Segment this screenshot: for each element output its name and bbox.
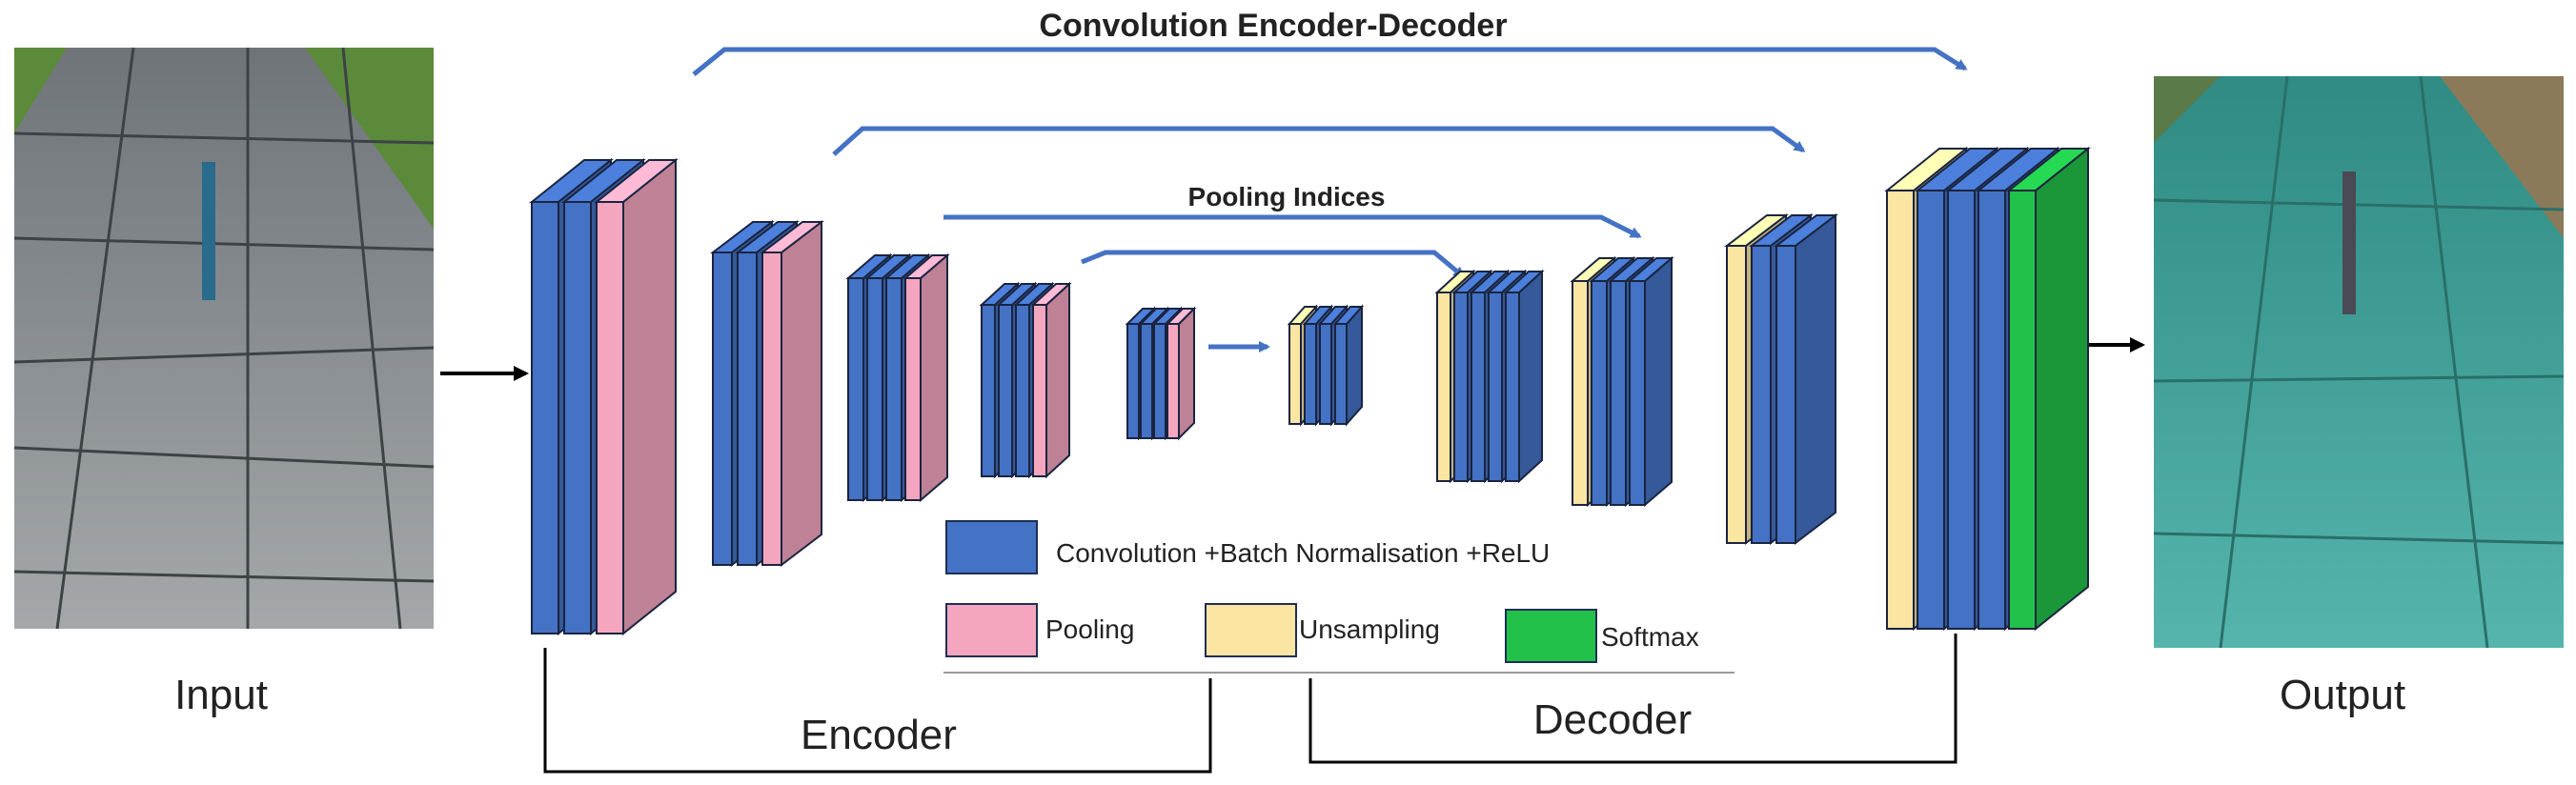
pooling-layer-front: [1166, 323, 1180, 439]
softmax-layer-side: [2035, 146, 2089, 632]
conv-layer-front: [1947, 190, 1976, 630]
pooling-layer-front: [1032, 304, 1047, 477]
conv-layer: [1503, 269, 1545, 484]
conv-layer-front: [885, 277, 903, 501]
network-layers: [529, 146, 2091, 636]
upsampling-layer-front: [1886, 190, 1915, 630]
encoder-block-3: [845, 252, 950, 503]
decoder-bracket: [1308, 634, 1957, 764]
encoder-block-1: [529, 157, 679, 636]
pooling-layer-side: [1178, 306, 1195, 441]
upsampling-layer-front: [1288, 323, 1302, 425]
legend-conv-label: Convolution +Batch Normalisation +ReLU: [1056, 538, 1550, 568]
conv-layer-front: [1751, 245, 1772, 544]
conv-layer-front: [1610, 280, 1627, 506]
decoder-block-5: [1884, 146, 2091, 632]
encoder-bracket: [543, 648, 1212, 774]
conv-layer-front: [1488, 292, 1503, 482]
conv-layer: [1332, 304, 1365, 427]
conv-layer-front: [981, 304, 996, 477]
skip-arrow-level-2: [832, 126, 1806, 156]
conv-layer-front: [1319, 323, 1332, 425]
legend-conv-swatch: [945, 520, 1038, 574]
diagram-title: Convolution Encoder-Decoder: [1039, 8, 1507, 44]
conv-layer-front: [1015, 304, 1030, 477]
conv-layer-front: [1978, 190, 2006, 630]
skip-arrow-level-1: [692, 47, 1968, 76]
conv-layer-front: [1304, 323, 1317, 425]
output-image: [2153, 75, 2565, 649]
upsampling-layer-front: [1572, 280, 1589, 506]
conv-layer-front: [1505, 292, 1520, 482]
conv-layer-front: [737, 252, 758, 566]
conv-layer-front: [998, 304, 1013, 477]
conv-layer-front: [1591, 280, 1608, 506]
legend: Convolution +Batch Normalisation +ReLU P…: [943, 520, 1734, 674]
conv-layer: [1627, 255, 1674, 508]
conv-layer-front: [1453, 292, 1469, 482]
pooling-layer-side: [920, 252, 948, 503]
conv-layer-front: [1629, 280, 1646, 506]
pooling-layer: [1165, 306, 1197, 441]
pooling-layer-side: [1045, 281, 1070, 479]
decoder-block-3: [1570, 255, 1674, 508]
conv-layer-side: [1346, 304, 1363, 427]
conv-layer-front: [531, 201, 559, 634]
conv-layer-front: [1153, 323, 1166, 439]
pooling-indices-label: Pooling Indices: [1188, 182, 1386, 211]
pooling-layer: [594, 157, 679, 636]
conv-layer-front: [1917, 190, 1945, 630]
conv-layer-side: [1795, 212, 1836, 546]
conv-layer-front: [712, 252, 733, 566]
pooling-layer-front: [596, 201, 624, 634]
pooling-layer-front: [761, 252, 782, 566]
conv-layer: [1774, 212, 1838, 546]
conv-layer-side: [1518, 269, 1543, 484]
decoder-block-4: [1724, 212, 1838, 546]
softmax-layer-front: [2008, 190, 2037, 630]
decoder-label: Decoder: [1533, 696, 1692, 743]
decoder-block-1: [1287, 304, 1365, 427]
skip-arrow-level-4: [1081, 250, 1466, 278]
encoder-block-5: [1125, 306, 1197, 441]
conv-layer-front: [866, 277, 883, 501]
input-image: [13, 47, 435, 630]
conv-layer-front: [1471, 292, 1486, 482]
softmax-layer: [2006, 146, 2091, 632]
conv-layer-front: [1334, 323, 1348, 425]
pooling-layer-side: [622, 157, 677, 636]
legend-pooling-swatch: [945, 603, 1038, 657]
conv-layer-front: [1140, 323, 1153, 439]
encoder-block-2: [710, 219, 824, 568]
upsampling-layer-front: [1726, 245, 1747, 544]
legend-softmax-label: Softmax: [1601, 622, 1699, 652]
legend-upsampling-label: Unsampling: [1299, 614, 1440, 644]
pooling-layer-front: [904, 277, 922, 501]
conv-layer-front: [1775, 245, 1796, 544]
pooling-layer-side: [781, 219, 822, 568]
conv-layer-front: [563, 201, 592, 634]
pooling-layer: [760, 219, 824, 568]
input-label: Input: [174, 672, 268, 718]
conv-layer-front: [847, 277, 864, 501]
pooling-layer: [903, 252, 950, 503]
encoder-block-4: [979, 281, 1072, 479]
conv-layer-front: [1126, 323, 1140, 439]
legend-upsampling-swatch: [1205, 603, 1297, 657]
encoder-label: Encoder: [801, 712, 957, 758]
pooling-layer: [1030, 281, 1072, 479]
skip-arrow-level-3: [943, 214, 1642, 239]
conv-layer-side: [1644, 255, 1673, 508]
legend-softmax-swatch: [1505, 609, 1597, 663]
decoder-block-2: [1434, 269, 1545, 484]
legend-pooling-label: Pooling: [1045, 614, 1134, 644]
upsampling-layer-front: [1436, 292, 1451, 482]
output-label: Output: [2280, 672, 2405, 718]
